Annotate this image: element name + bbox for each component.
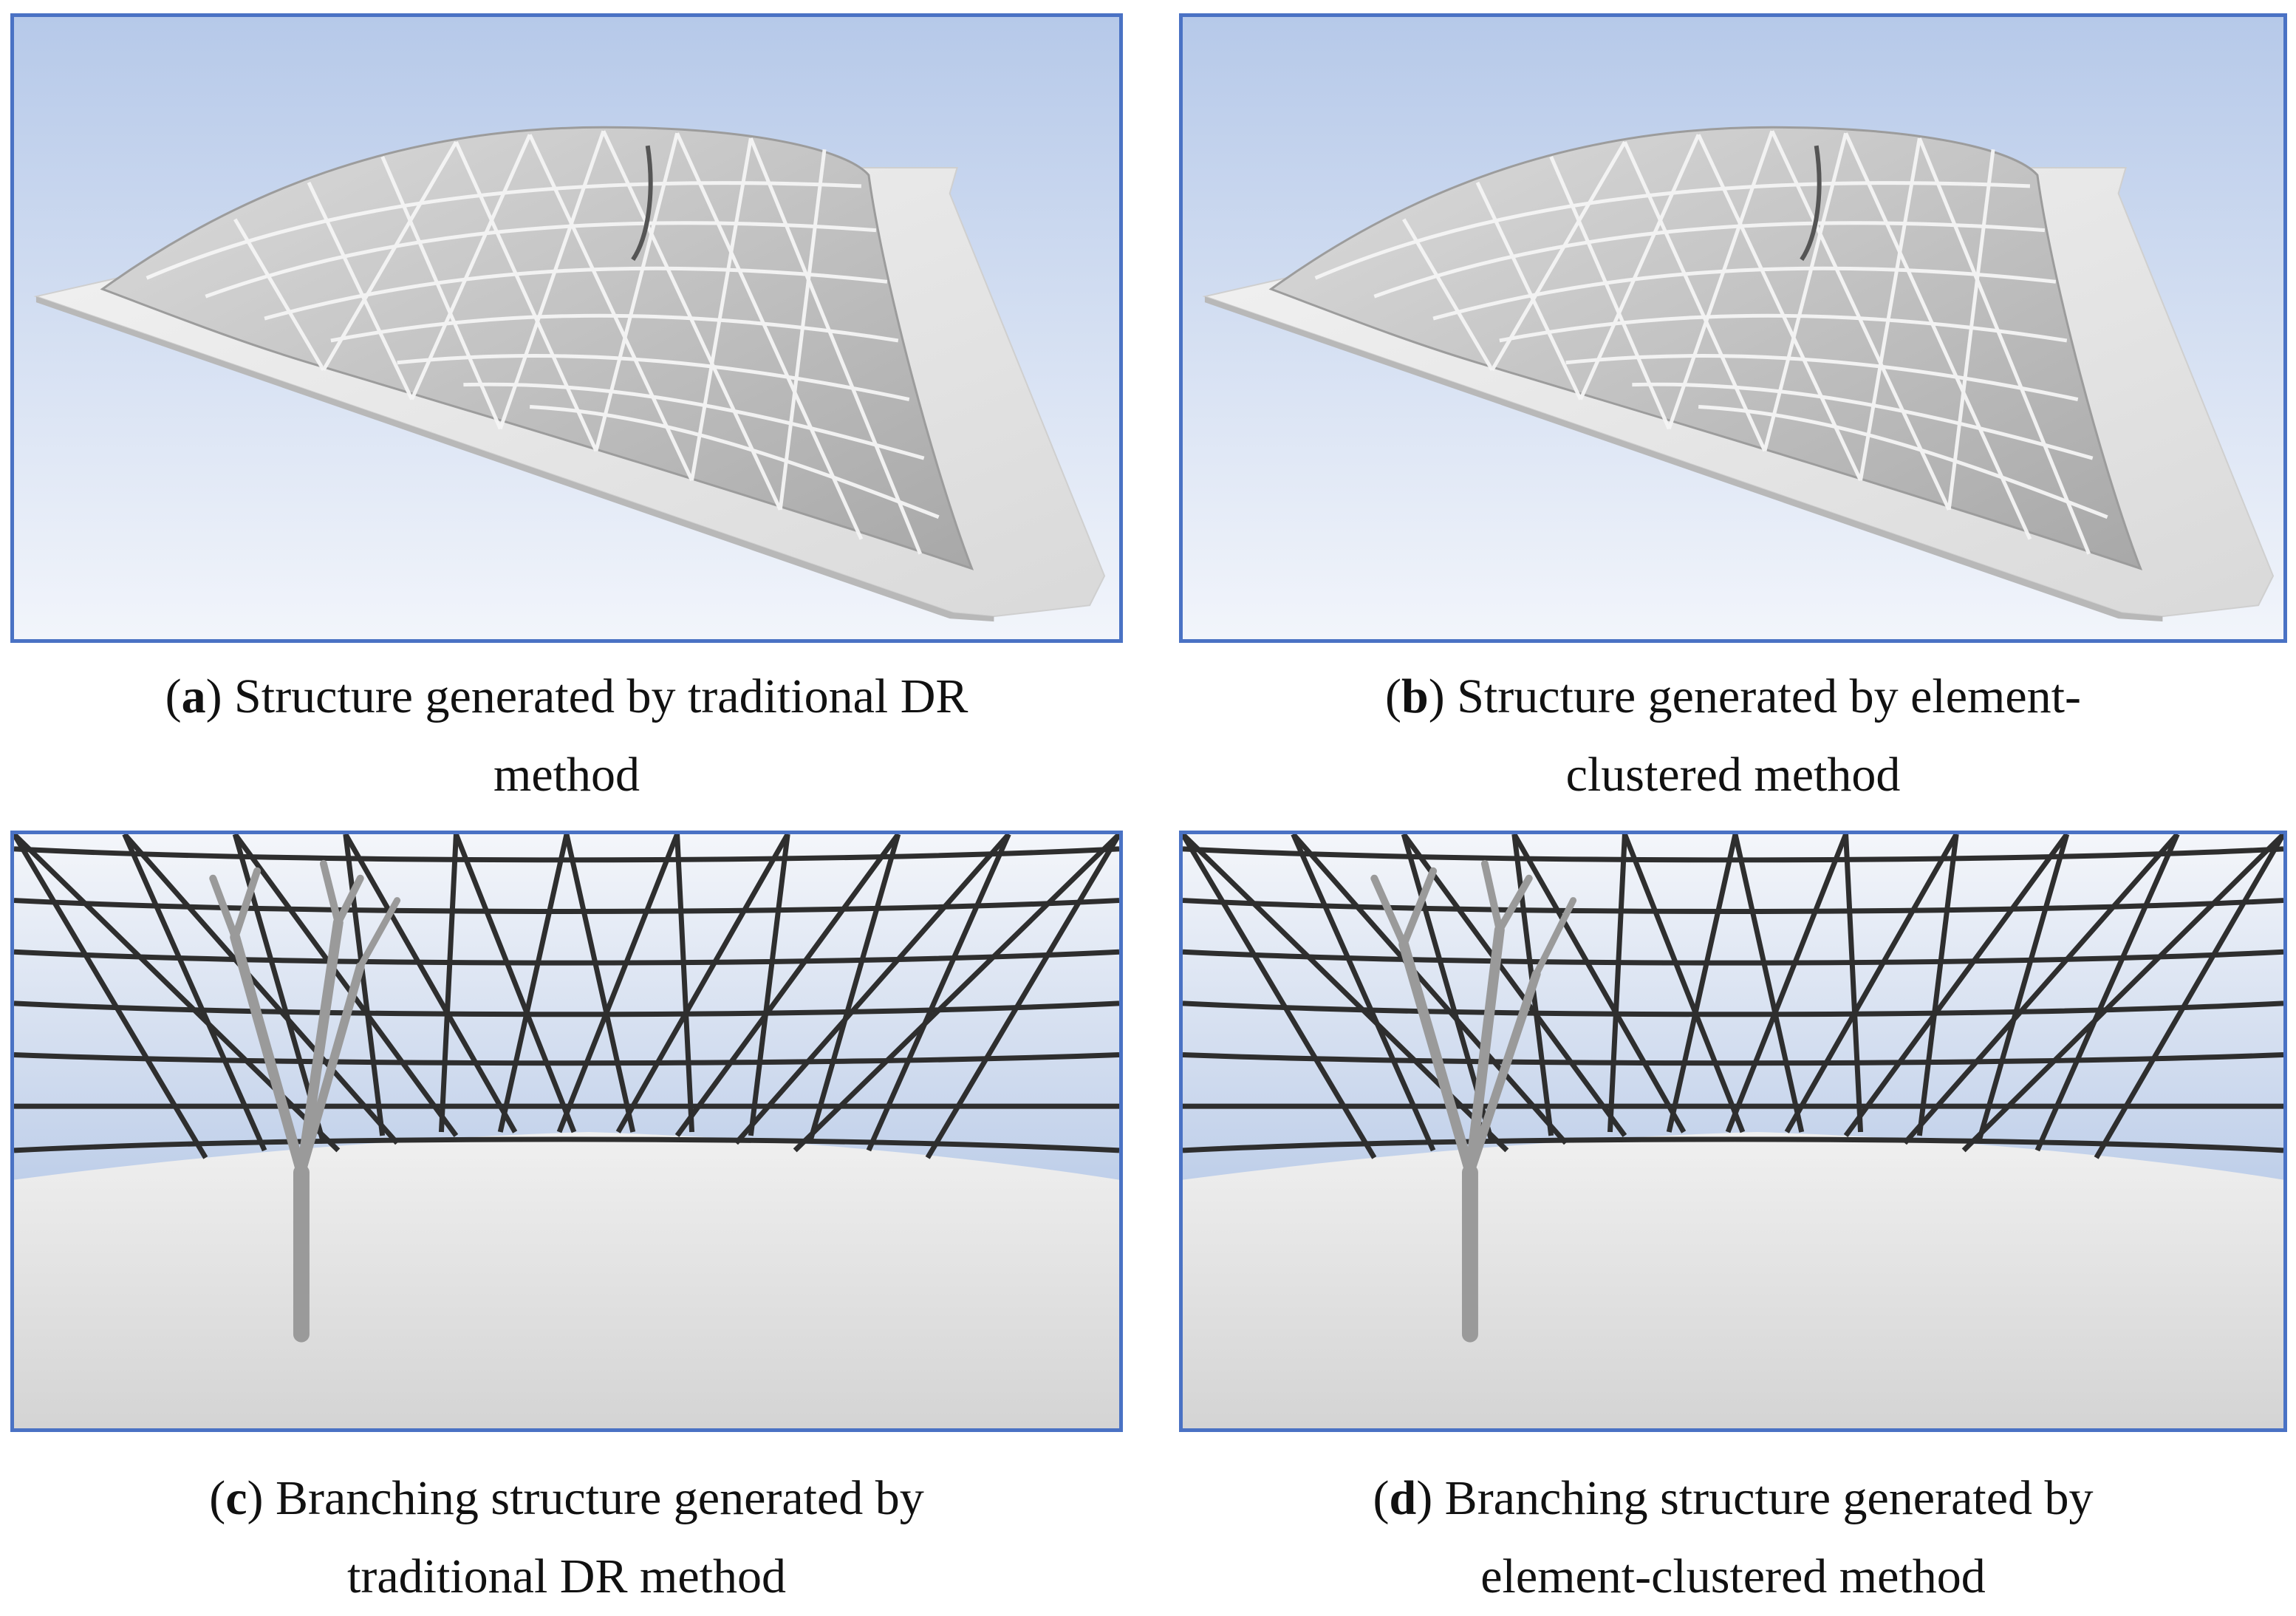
panel-a-shell-render — [10, 13, 1123, 643]
caption-c-letter: c — [225, 1471, 247, 1525]
caption-d: (d) Branching structure generated by ele… — [1179, 1459, 2287, 1616]
panel-d-branching-render — [1179, 831, 2287, 1432]
caption-c-line2: traditional DR method — [347, 1549, 786, 1603]
shell-render-image-a — [14, 17, 1119, 639]
caption-a-line2: method — [493, 748, 640, 802]
caption-c: (c) Branching structure generated by tra… — [10, 1459, 1123, 1616]
caption-c-text: Branching structure generated by — [263, 1471, 924, 1525]
caption-a: (a) Structure generated by traditional D… — [10, 658, 1123, 814]
shell-render-image-b — [1183, 17, 2283, 639]
branching-render-image-c — [14, 834, 1119, 1428]
caption-b-line2: clustered method — [1565, 748, 1901, 802]
caption-a-line1: (a) Structure generated by traditional D… — [165, 669, 968, 723]
caption-b: (b) Structure generated by element- clus… — [1179, 658, 2287, 814]
caption-a-letter: a — [181, 669, 206, 723]
branching-render-image-d — [1183, 834, 2283, 1428]
caption-d-line1: (d) Branching structure generated by — [1373, 1471, 2094, 1525]
caption-d-text: Branching structure generated by — [1432, 1471, 2094, 1525]
panel-c-branching-render — [10, 831, 1123, 1432]
panel-b-shell-render — [1179, 13, 2287, 643]
caption-b-letter: b — [1401, 669, 1429, 723]
caption-b-line1: (b) Structure generated by element- — [1385, 669, 2081, 723]
caption-d-letter: d — [1389, 1471, 1417, 1525]
caption-c-line1: (c) Branching structure generated by — [209, 1471, 924, 1525]
caption-d-line2: element-clustered method — [1480, 1549, 1986, 1603]
caption-b-text: Structure generated by element- — [1444, 669, 2081, 723]
caption-a-text: Structure generated by traditional DR — [222, 669, 968, 723]
